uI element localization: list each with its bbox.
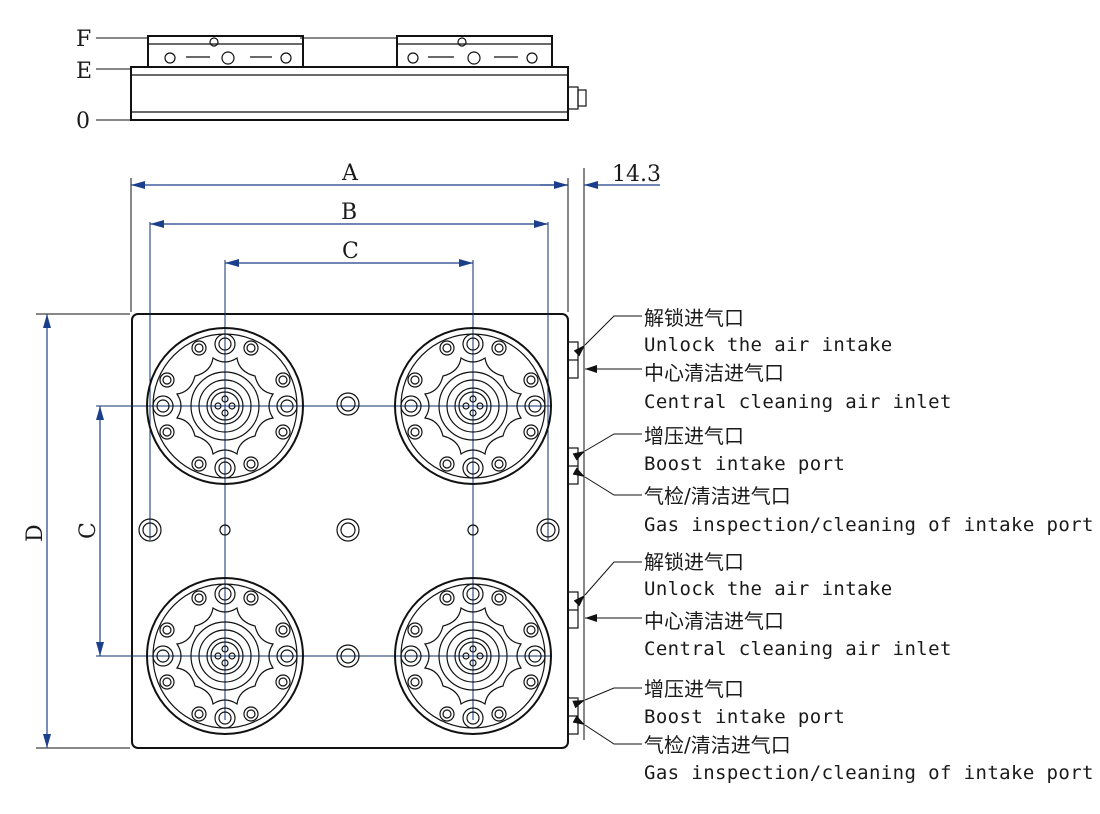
- port-label-cn: 中心清洁进气口: [644, 609, 784, 633]
- port-label-cn: 中心清洁进气口: [644, 361, 784, 385]
- port-label-en: Gas inspection/cleaning of intake port: [644, 514, 1094, 536]
- dimension-b: B: [341, 200, 357, 225]
- port-label-cn: 气检/清洁进气口: [644, 484, 791, 508]
- port-label-cn: 解锁进气口: [644, 306, 744, 330]
- port-label-en: Central cleaning air inlet: [644, 391, 952, 413]
- plate-holes: [138, 392, 560, 668]
- port-label-cn: 增压进气口: [644, 424, 744, 448]
- chuck-top-left: [147, 35, 304, 68]
- dimension-a: A: [341, 161, 359, 186]
- port-label-cn: 增压进气口: [644, 677, 744, 701]
- dimension-c-horizontal: C: [342, 239, 359, 264]
- port-label-cn: 解锁进气口: [644, 550, 744, 574]
- port-label-en: Unlock the air intake: [644, 334, 893, 356]
- level-label-f: F: [76, 27, 91, 52]
- port-leaders: [572, 315, 642, 745]
- port-label-en: Boost intake port: [644, 453, 845, 475]
- port-label-en: Boost intake port: [644, 706, 845, 728]
- port-label-cn: 气检/清洁进气口: [644, 733, 791, 757]
- dimensions: A 14.3 B C D C: [23, 161, 661, 749]
- dimension-c-vertical: C: [76, 522, 101, 539]
- top-view: [96, 222, 579, 749]
- port-label-en: Gas inspection/cleaning of intake port: [644, 762, 1094, 784]
- level-label-0: 0: [76, 109, 90, 134]
- chuck-top-right: [396, 35, 553, 68]
- port-fittings: [567, 341, 579, 735]
- port-label-en: Unlock the air intake: [644, 578, 893, 600]
- dimension-offset: 14.3: [612, 162, 661, 187]
- port-label-en: Central cleaning air inlet: [644, 638, 952, 660]
- side-view: F E 0: [76, 27, 587, 134]
- port-labels: 解锁进气口 Unlock the air intake 中心清洁进气口 Cent…: [644, 306, 1094, 784]
- level-label-e: E: [76, 59, 92, 84]
- base-plate-top: [131, 313, 569, 749]
- dimension-d: D: [23, 524, 48, 542]
